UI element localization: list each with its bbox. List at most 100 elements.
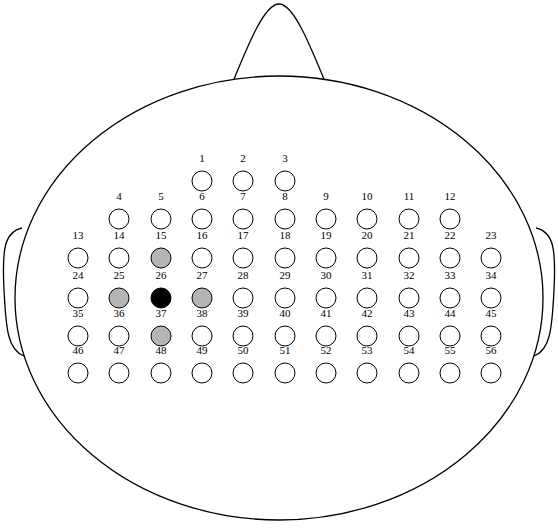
electrode-shape — [107, 246, 131, 270]
electrode-circle — [481, 248, 501, 268]
electrode-circle — [68, 288, 88, 308]
electrode-number: 50 — [231, 345, 255, 356]
electrode: 40 — [273, 308, 297, 348]
electrode: 12 — [438, 191, 462, 231]
electrode: 44 — [438, 308, 462, 348]
electrode-shape — [149, 207, 173, 231]
electrode-shape — [273, 169, 297, 193]
electrode: 54 — [397, 345, 421, 385]
electrode-number: 24 — [66, 270, 90, 281]
electrode-shape — [314, 286, 338, 310]
electrode-circle — [481, 326, 501, 346]
electrode-shape — [355, 207, 379, 231]
electrode-circle — [357, 248, 377, 268]
electrode: 45 — [479, 308, 503, 348]
electrode: 56 — [479, 345, 503, 385]
electrode-circle — [192, 326, 212, 346]
electrode-shape — [149, 246, 173, 270]
electrode: 8 — [273, 191, 297, 231]
electrode: 32 — [397, 270, 421, 310]
electrode: 42 — [355, 308, 379, 348]
electrode-shape — [438, 361, 462, 385]
electrode-number: 21 — [397, 230, 421, 241]
electrode: 10 — [355, 191, 379, 231]
electrode-number: 30 — [314, 270, 338, 281]
electrode-number: 52 — [314, 345, 338, 356]
electrode-number: 15 — [149, 230, 173, 241]
electrode-shape — [397, 361, 421, 385]
electrode-number: 53 — [355, 345, 379, 356]
electrode-shape — [479, 286, 503, 310]
electrode-shape — [438, 246, 462, 270]
electrode-shape — [231, 207, 255, 231]
electrode: 15 — [149, 230, 173, 270]
electrode-shape — [190, 286, 214, 310]
electrode: 11 — [397, 191, 421, 231]
electrode: 51 — [273, 345, 297, 385]
electrode-circle — [192, 209, 212, 229]
electrode-number: 4 — [107, 191, 131, 202]
electrode-number: 7 — [231, 191, 255, 202]
electrode-number: 41 — [314, 308, 338, 319]
electrode-shape — [397, 207, 421, 231]
electrode: 52 — [314, 345, 338, 385]
electrode-number: 29 — [273, 270, 297, 281]
electrode-circle — [440, 288, 460, 308]
electrode-circle — [357, 326, 377, 346]
electrode-circle — [399, 326, 419, 346]
electrode-number: 42 — [355, 308, 379, 319]
electrode-number: 18 — [273, 230, 297, 241]
electrode: 41 — [314, 308, 338, 348]
electrode-circle — [233, 248, 253, 268]
electrode-shape — [190, 169, 214, 193]
electrode: 26 — [149, 270, 173, 310]
electrode-shape — [231, 169, 255, 193]
head — [15, 76, 543, 520]
electrode-number: 20 — [355, 230, 379, 241]
electrode-number: 25 — [107, 270, 131, 281]
electrode-circle — [357, 209, 377, 229]
electrode-shape — [107, 361, 131, 385]
electrode-circle — [481, 288, 501, 308]
electrode: 3 — [273, 153, 297, 193]
electrode-shape — [231, 286, 255, 310]
electrode: 29 — [273, 270, 297, 310]
electrode-number: 5 — [149, 191, 173, 202]
electrode: 36 — [107, 308, 131, 348]
electrode: 28 — [231, 270, 255, 310]
electrode-circle — [109, 248, 129, 268]
electrode: 37 — [149, 308, 173, 348]
electrode: 1 — [190, 153, 214, 193]
electrode: 35 — [66, 308, 90, 348]
electrode-number: 47 — [107, 345, 131, 356]
electrode-shape — [479, 246, 503, 270]
electrode: 19 — [314, 230, 338, 270]
electrode-number: 32 — [397, 270, 421, 281]
electrode-circle — [316, 209, 336, 229]
electrode-number: 10 — [355, 191, 379, 202]
electrode-circle — [233, 288, 253, 308]
electrode-circle — [192, 171, 212, 191]
electrode-number: 39 — [231, 308, 255, 319]
electrode: 39 — [231, 308, 255, 348]
electrode-circle — [109, 288, 129, 308]
electrode: 9 — [314, 191, 338, 231]
electrode-circle — [151, 248, 171, 268]
electrode-shape — [107, 286, 131, 310]
electrode-number: 14 — [107, 230, 131, 241]
electrode-number: 40 — [273, 308, 297, 319]
electrode-number: 44 — [438, 308, 462, 319]
electrode-circle — [151, 209, 171, 229]
electrode-number: 28 — [231, 270, 255, 281]
electrode-circle — [275, 248, 295, 268]
electrode-circle — [440, 363, 460, 383]
electrode-number: 23 — [479, 230, 503, 241]
electrode-shape — [66, 286, 90, 310]
electrode-shape — [231, 246, 255, 270]
electrode-circle — [275, 326, 295, 346]
electrode-number: 17 — [231, 230, 255, 241]
electrode: 46 — [66, 345, 90, 385]
electrode-shape — [273, 207, 297, 231]
electrode-number: 55 — [438, 345, 462, 356]
electrode: 7 — [231, 191, 255, 231]
